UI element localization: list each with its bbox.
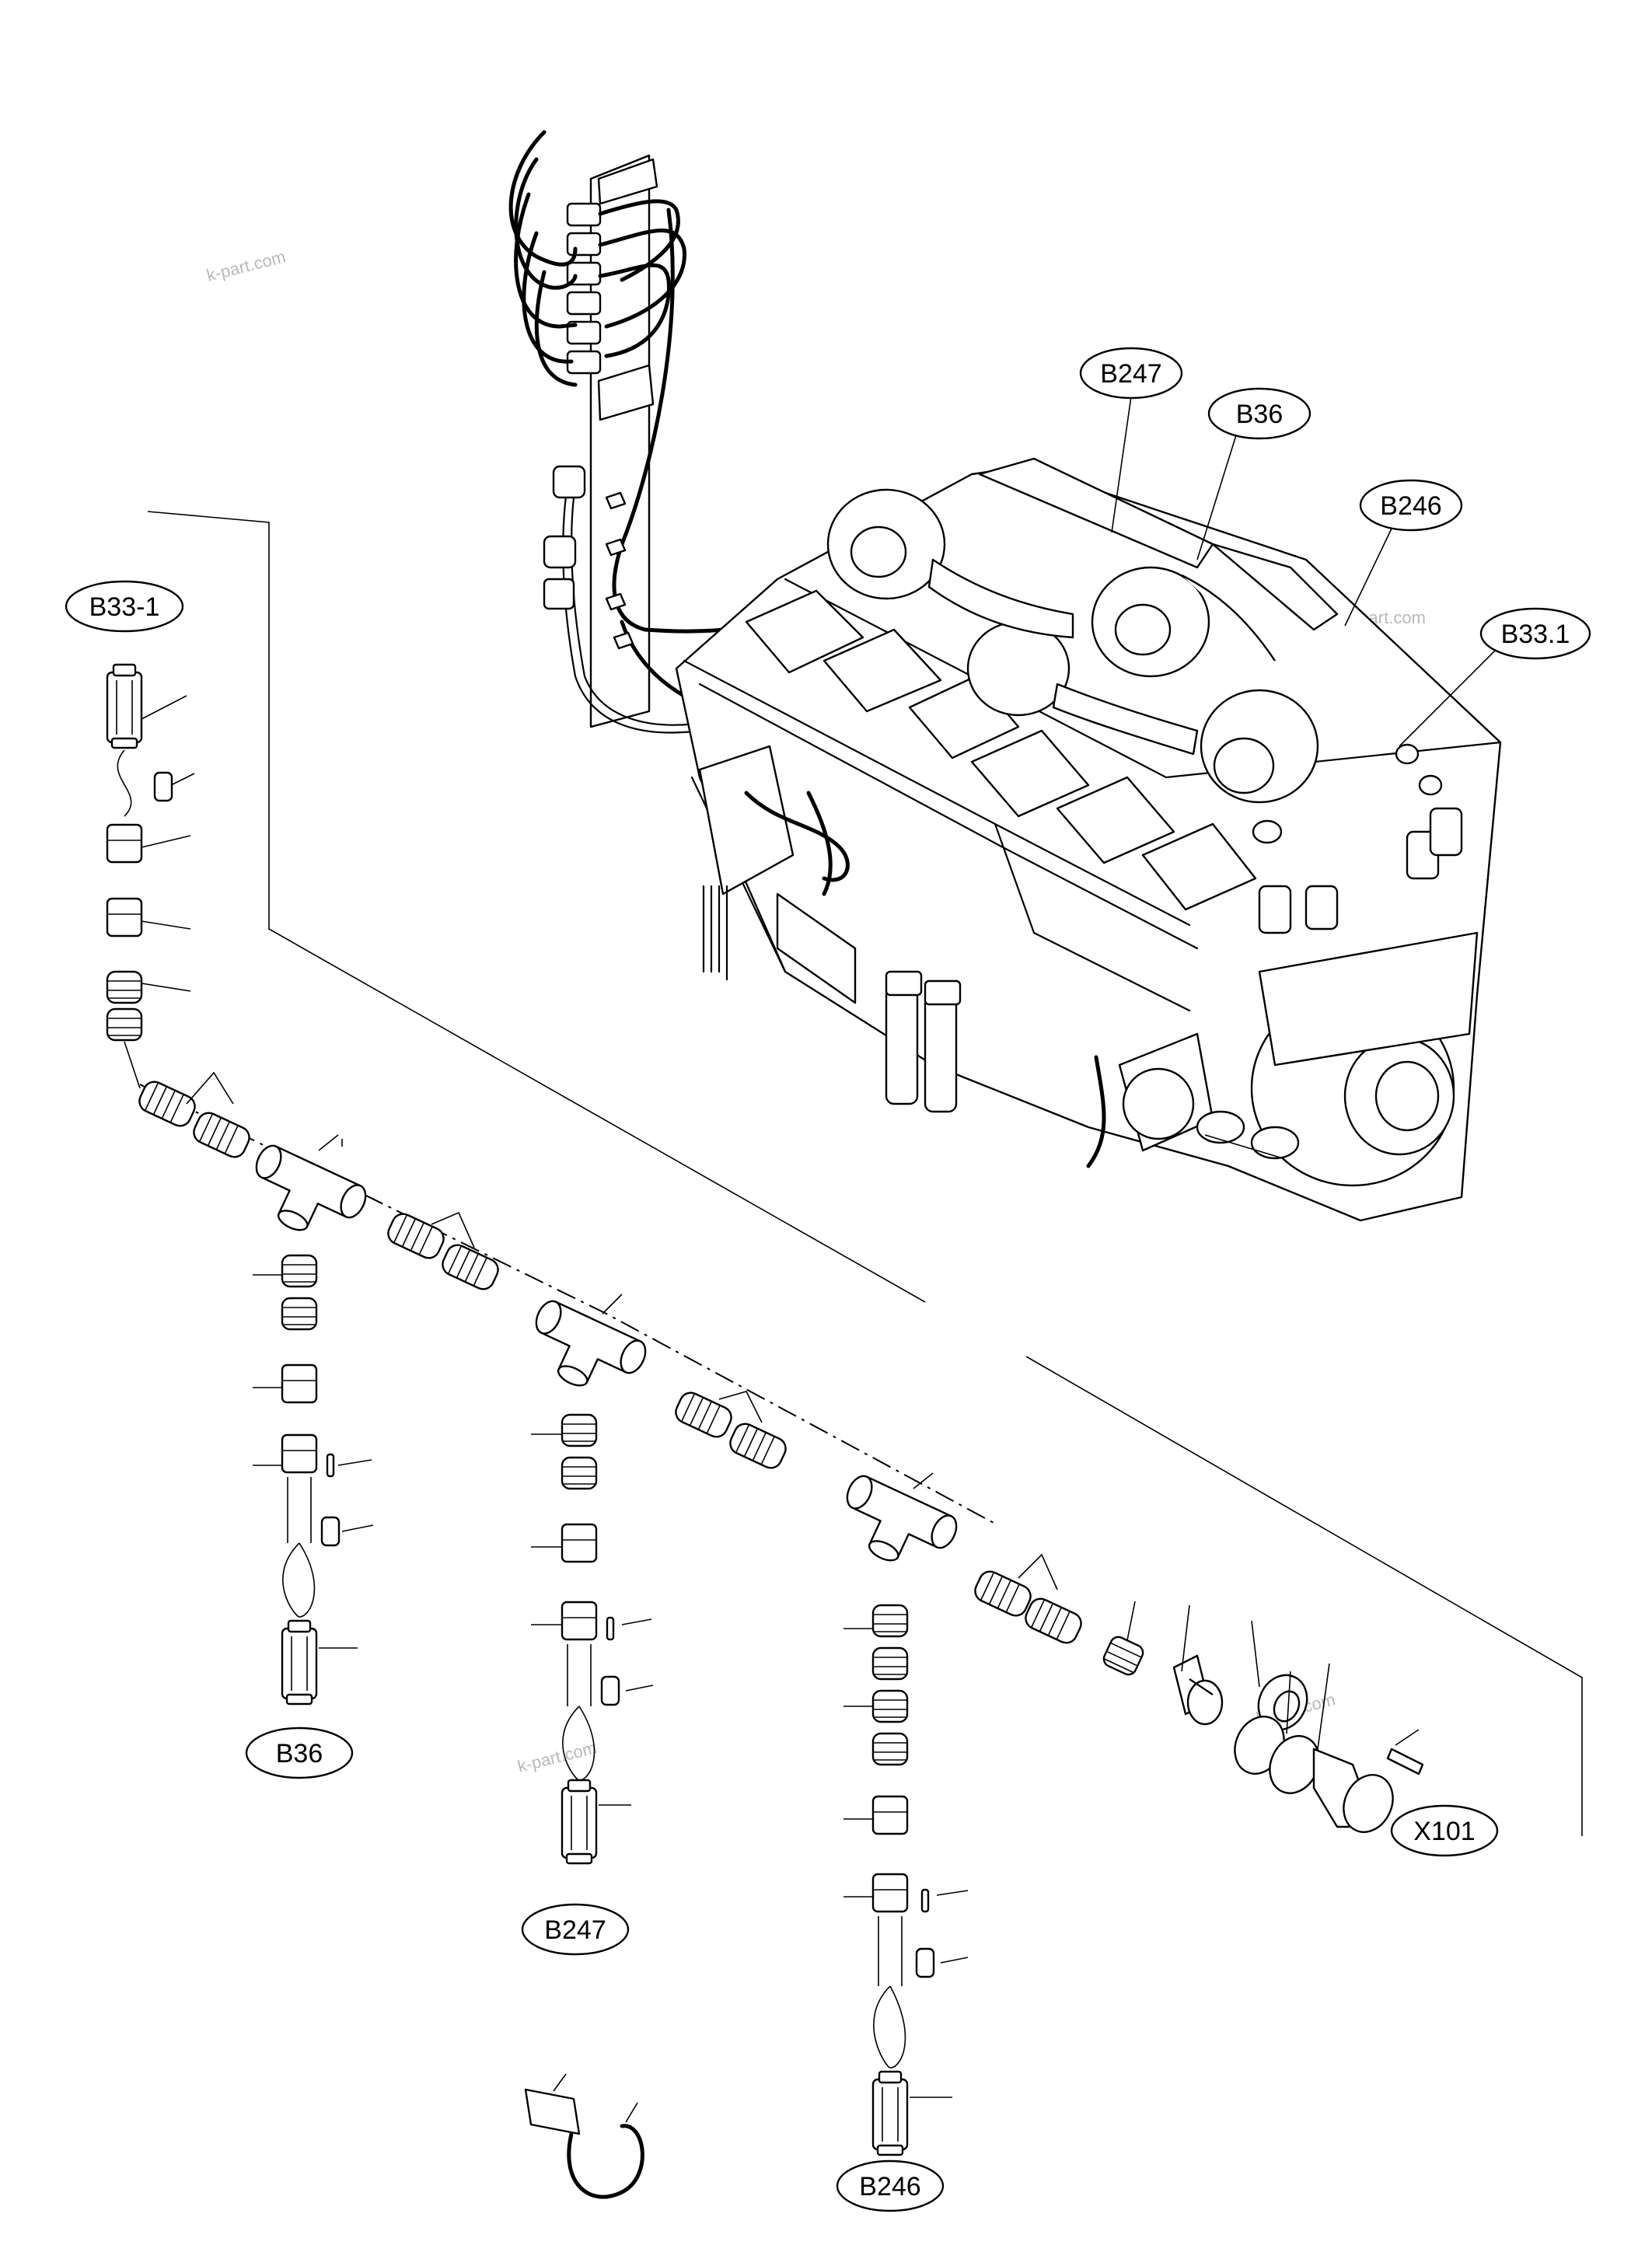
flywheel-housing [1250, 931, 1479, 1187]
frame-lines [147, 511, 1583, 1836]
b247-assembly [531, 1413, 654, 1865]
engine-sensors [1252, 743, 1463, 934]
adhesive-pad [524, 2088, 581, 2135]
svg-text:B246: B246 [1380, 491, 1441, 521]
center-lines [139, 1084, 996, 1524]
svg-text:B33-1: B33-1 [89, 592, 160, 622]
tee-chain-3 [827, 1471, 1086, 1648]
svg-text:B247: B247 [1100, 359, 1161, 389]
b33-1-assembly [106, 663, 195, 1089]
filters [885, 970, 962, 1113]
cylinder-covers-right [970, 729, 1257, 911]
label-b33-1-left: B33-1 [65, 580, 184, 633]
cable-tie-group [524, 2073, 644, 2199]
wiring-harness [508, 130, 749, 734]
label-b36-top: B36 [1207, 387, 1311, 440]
label-b246-top: B246 [1359, 479, 1463, 532]
b246-assembly [843, 1604, 969, 2156]
label-b247-bottom: B247 [521, 1903, 630, 1956]
b36-assembly [253, 1254, 374, 1706]
label-x101: X101 [1390, 1804, 1499, 1857]
svg-text:B36: B36 [276, 1739, 323, 1768]
ecu-box [698, 745, 795, 896]
x101-connector-group [1100, 1601, 1424, 1833]
label-b247-top: B247 [1079, 347, 1183, 400]
svg-text:B246: B246 [859, 2172, 920, 2201]
svg-text:X101: X101 [1413, 1817, 1475, 1846]
label-b36-bottom: B36 [245, 1727, 354, 1779]
engine-assembly [675, 457, 1502, 1222]
cable-tie [567, 2124, 644, 2199]
svg-text:B247: B247 [544, 1915, 606, 1945]
cylinder-covers-left [745, 589, 1020, 759]
watermark: k-part.com [204, 246, 288, 285]
label-b246-bottom: B246 [836, 2159, 945, 2212]
watermark: k-part.com [515, 1737, 599, 1775]
bracket-tab [597, 158, 658, 205]
svg-text:B36: B36 [1236, 400, 1284, 429]
callout-labels: B247 B36 B246 B33.1 B33-1 B36 B247 B246 [65, 347, 1591, 2212]
tee-chain-2 [516, 1294, 791, 1473]
label-b33-1-right: B33.1 [1479, 607, 1591, 660]
tee-chain-1 [134, 1071, 503, 1294]
top-leaders [1111, 396, 1501, 747]
bracket-tab [597, 364, 655, 421]
harness-bracket [589, 154, 651, 728]
svg-text:B33.1: B33.1 [1501, 620, 1570, 649]
turbochargers [826, 488, 1319, 804]
starter-motor [1118, 1032, 1300, 1160]
